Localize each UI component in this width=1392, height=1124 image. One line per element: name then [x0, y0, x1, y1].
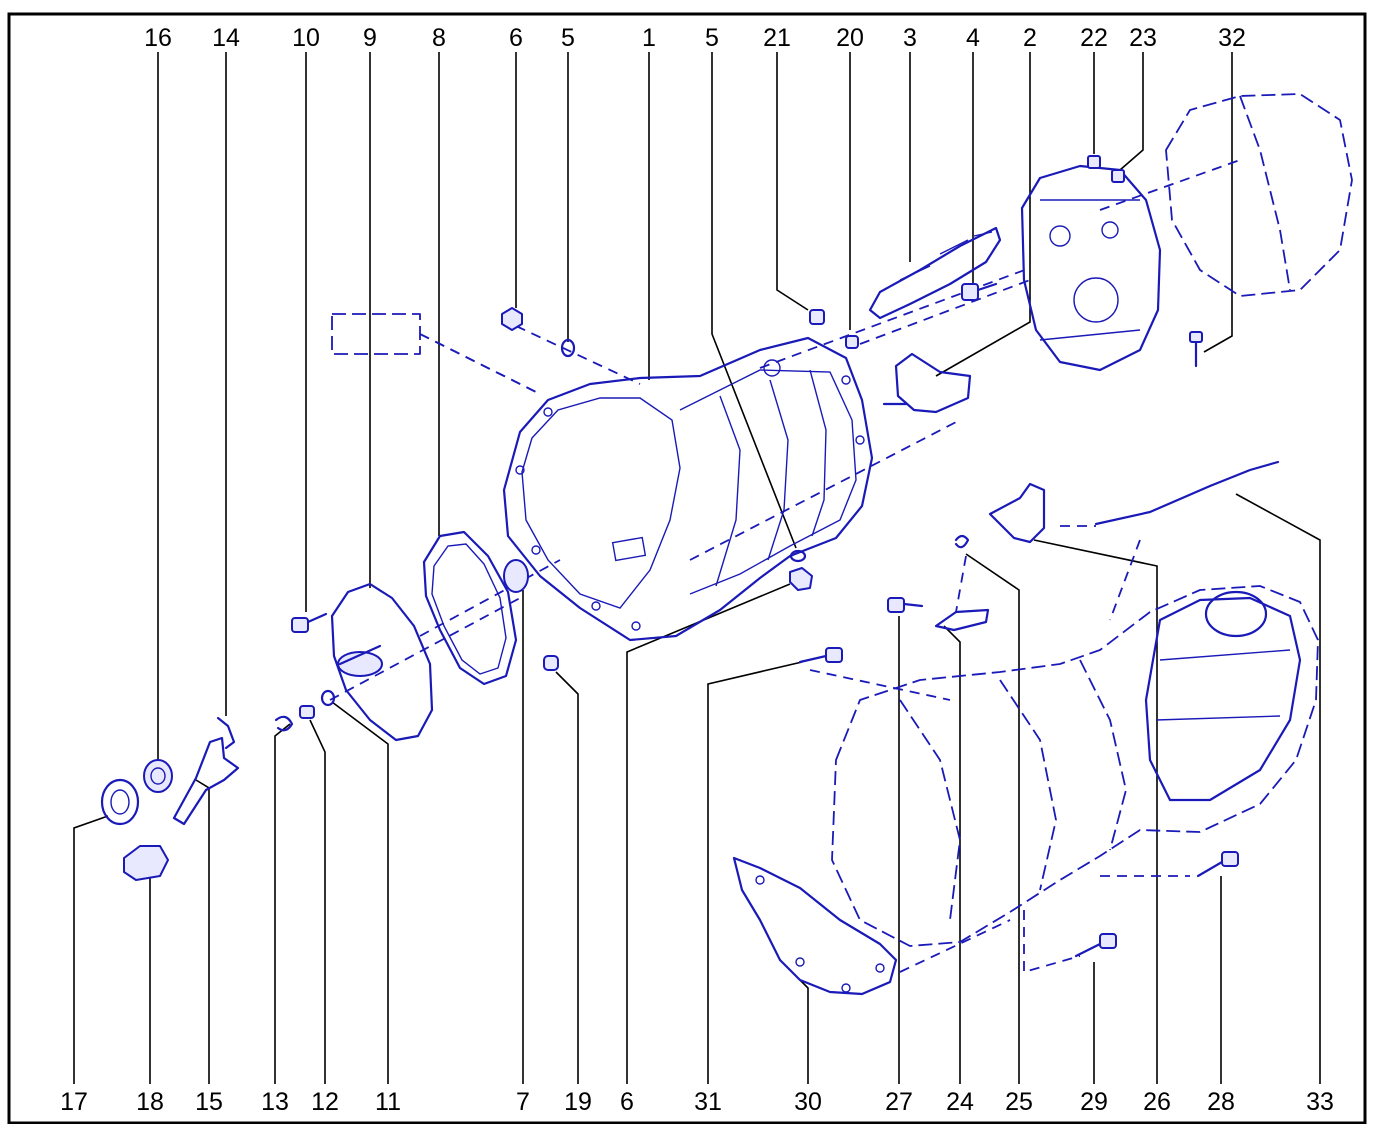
callout-17: 17 [60, 1088, 88, 1116]
callout-5-top-left: 5 [561, 24, 575, 52]
callout-31: 31 [694, 1088, 722, 1116]
callout-14: 14 [212, 24, 240, 52]
part-32-bolt [1189, 331, 1203, 368]
part-5-ring-bottom [789, 549, 807, 563]
part-30-lower-cover [732, 856, 898, 996]
callout-15: 15 [195, 1088, 223, 1116]
rear-cover-plate [1020, 164, 1162, 372]
part-13-clip [274, 715, 294, 732]
callout-11: 11 [375, 1088, 401, 1116]
callout-8: 8 [432, 24, 446, 52]
callout-33: 33 [1306, 1088, 1334, 1116]
assembly-axes [329, 159, 1241, 974]
part-26-bracket [988, 482, 1046, 544]
part-6-plug-top [501, 307, 523, 331]
part-27-bolt [887, 597, 924, 613]
part-2-bracket [882, 352, 972, 414]
part-11-ring [320, 689, 336, 707]
callout-6-top: 6 [509, 24, 523, 52]
callout-19: 19 [564, 1088, 592, 1116]
callout-23: 23 [1129, 24, 1157, 52]
callout-20: 20 [836, 24, 864, 52]
part-28-bolt [1196, 851, 1239, 878]
part-21-sleeve [809, 309, 825, 325]
callout-25: 25 [1005, 1088, 1033, 1116]
callout-6-bottom: 6 [620, 1088, 634, 1116]
callout-12: 12 [311, 1088, 339, 1116]
part-10-bolt [291, 612, 328, 633]
part-33-hose [1094, 460, 1280, 526]
part-14-spring-clip [216, 716, 236, 750]
part-17-bearing-ring [100, 778, 140, 826]
part-1-transmission-housing [502, 336, 874, 642]
callout-3: 3 [903, 24, 917, 52]
callout-5-top-right: 5 [705, 24, 719, 52]
part-8-gasket [422, 530, 518, 686]
callout-7: 7 [516, 1088, 530, 1116]
callout-21: 21 [763, 24, 791, 52]
callout-10: 10 [292, 24, 320, 52]
part-5-ring-top [560, 338, 576, 358]
callout-4: 4 [966, 24, 980, 52]
callout-22: 22 [1080, 24, 1108, 52]
part-9-front-cover [330, 582, 434, 742]
part-25-clip [954, 534, 970, 549]
callout-13: 13 [261, 1088, 289, 1116]
callout-9: 9 [363, 24, 377, 52]
callout-32: 32 [1218, 24, 1246, 52]
callout-26: 26 [1143, 1088, 1171, 1116]
part-23-pin [1111, 169, 1125, 183]
part-15-release-fork [172, 736, 240, 826]
part-4-bolt [961, 282, 998, 301]
callout-1: 1 [642, 24, 656, 52]
callout-18: 18 [136, 1088, 164, 1116]
callout-24: 24 [946, 1088, 974, 1116]
callout-30: 30 [794, 1088, 822, 1116]
reference-box [331, 313, 421, 355]
callout-2: 2 [1023, 24, 1037, 52]
callout-29: 29 [1080, 1088, 1108, 1116]
callout-28: 28 [1207, 1088, 1235, 1116]
part-20-sleeve [845, 335, 859, 349]
callout-27: 27 [885, 1088, 913, 1116]
part-19-nut [543, 655, 559, 671]
assembled-transmission [831, 585, 1319, 947]
part-24-bracket [934, 608, 990, 632]
part-12-pin [299, 705, 315, 719]
part-7-seal [503, 559, 529, 593]
part-31-bolt [798, 647, 843, 664]
part-22-pin [1087, 155, 1101, 169]
callout-16: 16 [144, 24, 172, 52]
extension-housing-ghost [1165, 93, 1353, 297]
part-6-plug-bottom [789, 567, 813, 591]
diagram-frame [7, 12, 1367, 1124]
part-18-dust-boot [123, 845, 169, 881]
bottom-callouts: 17 18 15 13 12 11 7 19 6 31 30 27 24 25 … [60, 1088, 1334, 1116]
leader-lines [73, 52, 1321, 1084]
part-16-release-bearing [143, 759, 173, 793]
part-29-bolt [1074, 933, 1117, 958]
top-callouts: 16 14 10 9 8 6 5 1 5 21 20 3 4 2 22 23 3… [144, 24, 1246, 52]
part-3-control-rail [868, 226, 1002, 320]
